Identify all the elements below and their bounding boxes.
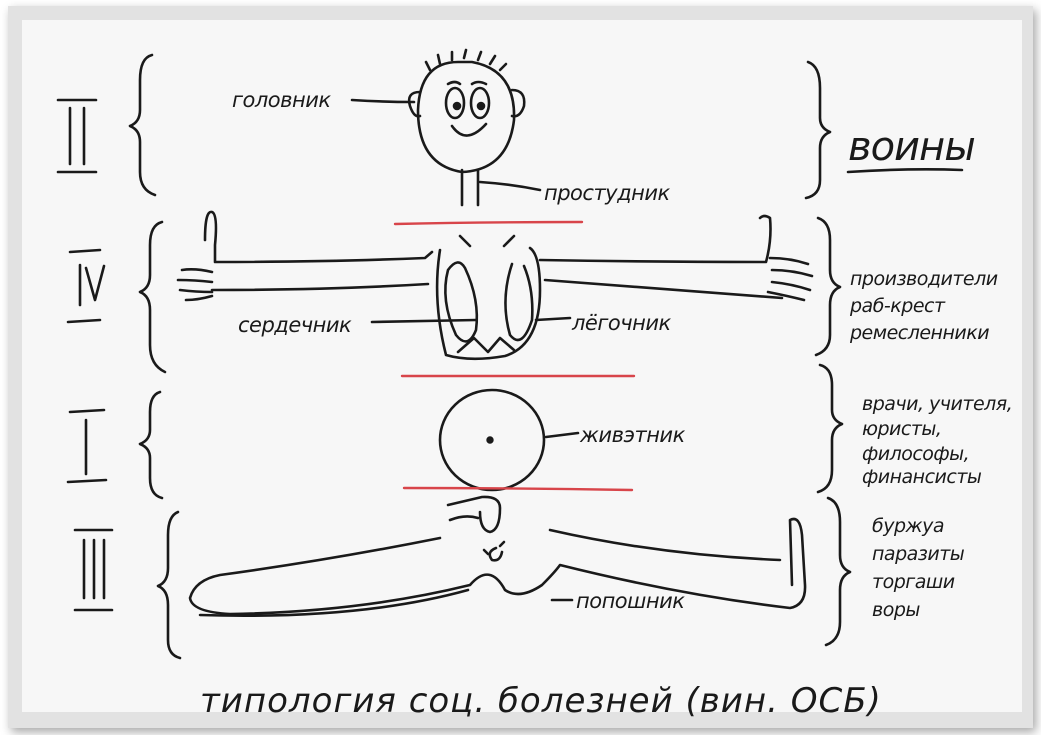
label-lungs: лёгочник	[571, 311, 672, 335]
left-brace-3	[138, 390, 164, 500]
level-label-4: IV	[112, 288, 126, 304]
label-buttocks: попошник	[576, 589, 685, 613]
group-producers-2: раб-крест	[849, 295, 946, 317]
group-producers-1: производители	[850, 268, 998, 290]
group-parasites-1: буржуа	[872, 515, 944, 537]
level-label-2: II	[112, 138, 120, 154]
right-brace-3	[816, 363, 844, 494]
left-brace-2	[138, 220, 167, 374]
group-producers-3: ремесленники	[849, 322, 989, 344]
group-intellectuals-1: врачи, учителя,	[862, 393, 1012, 415]
group-parasites-2: паразиты	[872, 543, 965, 565]
group-parasites-3: торгаши	[872, 571, 955, 593]
torso-figure	[176, 210, 814, 361]
level-label-3: III	[118, 568, 130, 584]
level-marker-2	[56, 98, 98, 174]
group-intellectuals-3: философы,	[862, 443, 969, 465]
lower-body-figure	[188, 495, 807, 617]
head-figure	[407, 48, 526, 207]
leader-belly	[544, 431, 580, 439]
board-surface	[22, 20, 1022, 712]
leader-throat	[478, 180, 542, 192]
level-marker-1	[66, 408, 108, 484]
label-throat: простудник	[544, 181, 671, 205]
leader-lungs	[534, 316, 572, 322]
label-head: головник	[232, 88, 331, 112]
left-brace-4	[156, 510, 182, 660]
leader-heart	[370, 318, 478, 324]
title-underline	[846, 168, 964, 174]
right-brace-2	[814, 216, 842, 357]
right-brace-4	[824, 496, 852, 647]
level-marker-4	[66, 248, 106, 324]
group-intellectuals-2: юристы,	[862, 418, 941, 440]
level-marker-3	[73, 528, 114, 612]
caption: типология соц. болезней (вин. ОСБ)	[200, 681, 882, 721]
divider-1	[393, 220, 584, 226]
leader-head	[350, 98, 416, 104]
group-intellectuals-4: финансисты	[862, 466, 982, 488]
group-parasites-4: воры	[872, 599, 920, 621]
divider-3	[402, 486, 634, 492]
belly-figure	[438, 388, 546, 492]
level-label-1: I	[112, 446, 116, 462]
right-brace-1	[804, 60, 832, 200]
left-brace-1	[128, 53, 157, 197]
label-heart: сердечник	[238, 313, 352, 337]
label-belly: живэтник	[579, 423, 686, 447]
group-warriors: воины	[848, 124, 975, 170]
